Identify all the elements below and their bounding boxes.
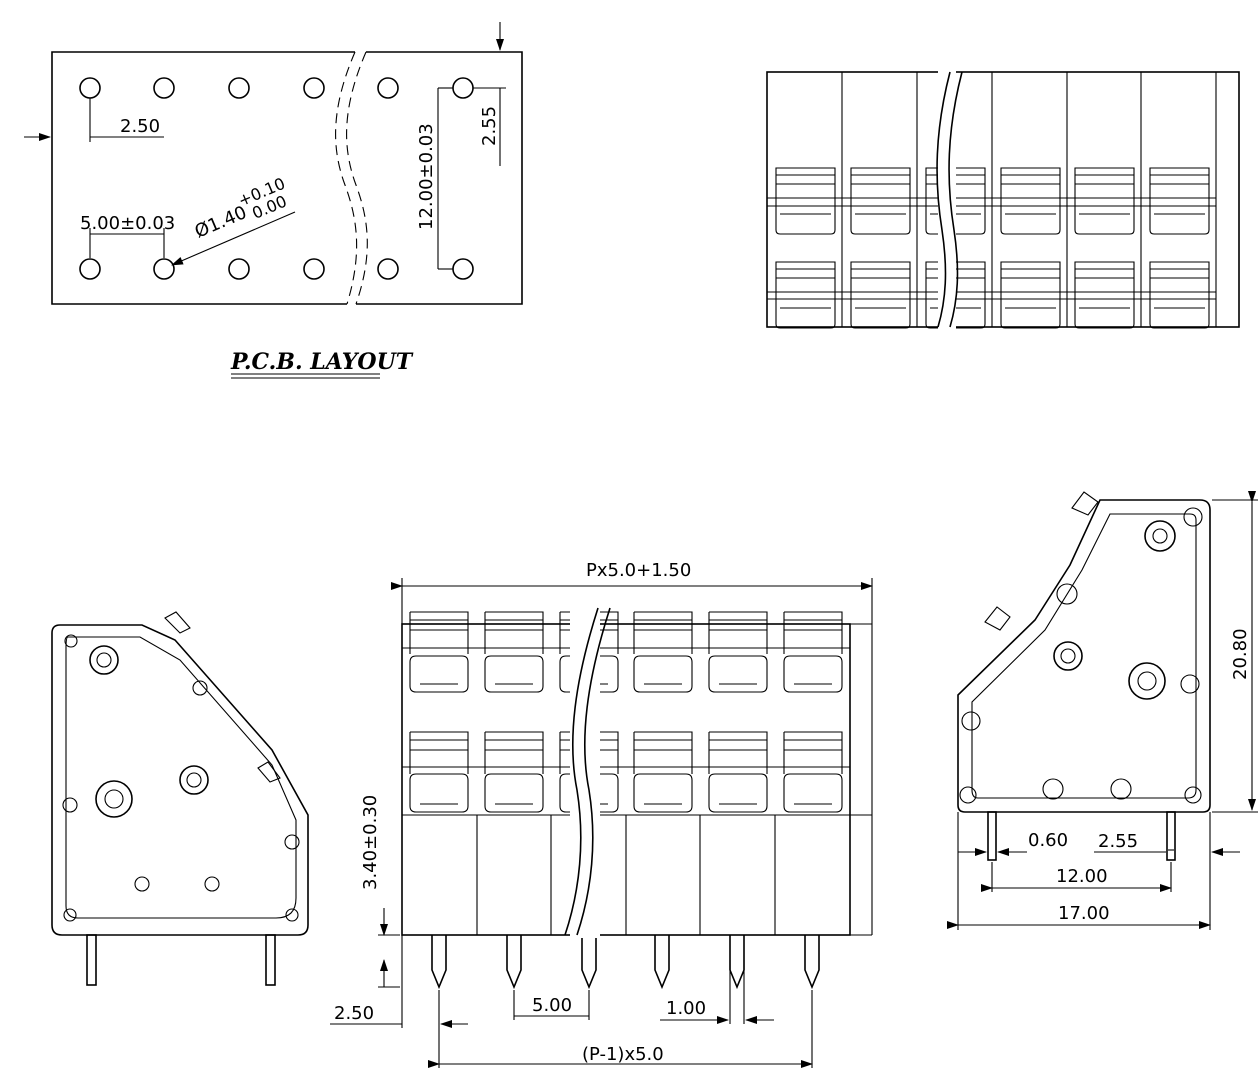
left-side-inner-outline [65, 636, 297, 919]
pin [654, 935, 670, 990]
pcb-dim-pitch: 5.00±0.03 [80, 213, 175, 234]
right-side-inner-outline [971, 513, 1197, 799]
front-break-right [576, 607, 611, 936]
lever-lower [1074, 261, 1135, 329]
side-dim-pin-spacing: 12.00 [1056, 866, 1108, 887]
pcb-hole [79, 77, 101, 99]
mounting-hole [1144, 520, 1176, 552]
front-levers [409, 611, 843, 813]
pin [729, 935, 745, 990]
mounting-hole [1053, 641, 1083, 671]
pcb-hole [377, 258, 399, 280]
top-view-outline [766, 71, 1240, 328]
lever-upper [1000, 167, 1061, 235]
mounting-hole [95, 780, 133, 818]
pcb-hole [228, 258, 250, 280]
pin [1166, 811, 1176, 861]
pcb-hole [452, 258, 474, 280]
pcb-hole [377, 77, 399, 99]
front-dim-pin-height: 3.40±0.30 [360, 795, 381, 890]
right-side-view: 20.80 0.60 2.55 12.00 17.00 [947, 491, 1258, 930]
pcb-hole [303, 77, 325, 99]
pcb-dim-pitch-half: 2.50 [120, 116, 160, 137]
lever-upper [633, 611, 693, 693]
pin [804, 935, 820, 990]
side-dim-height: 20.80 [1230, 628, 1251, 680]
pcb-layout-title: P.C.B. LAYOUT [230, 349, 414, 375]
pcb-board-outline [51, 51, 523, 305]
lever-lower [775, 261, 836, 329]
lever-upper [850, 167, 911, 235]
top-view-levers [775, 167, 1210, 329]
lever-lower [1000, 261, 1061, 329]
pin [987, 811, 997, 861]
lever-upper [708, 611, 768, 693]
front-dim-pitch: 5.00 [532, 995, 572, 1016]
pin [431, 935, 447, 990]
side-dim-offset: 2.55 [1098, 831, 1138, 852]
front-dim-total-length: Px5.0+1.50 [586, 560, 691, 581]
lever-upper [409, 611, 469, 693]
side-dim-pin-thickness: 0.60 [1028, 830, 1068, 851]
lever-upper [1074, 167, 1135, 235]
pcb-hole [153, 77, 175, 99]
lever-upper [484, 611, 544, 693]
pin [86, 934, 97, 986]
lever-upper [1149, 167, 1210, 235]
pcb-hole [228, 77, 250, 99]
pcb-hole [153, 258, 175, 280]
pcb-dim-row-spacing: 12.00±0.03 [416, 123, 437, 230]
lever-lower [484, 731, 544, 813]
top-view [766, 70, 1240, 329]
lever-lower [409, 731, 469, 813]
pcb-hole [303, 258, 325, 280]
front-pins [431, 935, 820, 990]
mounting-hole [1128, 662, 1166, 700]
lever-upper [775, 167, 836, 235]
front-view: Px5.0+1.50 [330, 560, 873, 1068]
pin [581, 935, 597, 990]
pcb-dim-offset: 2.55 [479, 106, 500, 146]
top-view-break-left [936, 71, 951, 328]
pcb-layout-view: 2.50 5.00±0.03 Ø1.40 +0.10 0.00 12.00±0.… [24, 22, 523, 379]
pin [265, 934, 276, 986]
lever-upper [783, 611, 843, 693]
lever-lower [783, 731, 843, 813]
pin [506, 935, 522, 990]
lever-lower [708, 731, 768, 813]
pcb-break-line-left [335, 51, 358, 305]
pcb-break-line-right [346, 51, 368, 305]
right-side-body-outline [957, 499, 1211, 813]
mounting-hole [89, 645, 119, 675]
front-dim-edge: 2.50 [334, 1003, 374, 1024]
front-break-left [564, 607, 599, 936]
mounting-hole [179, 765, 209, 795]
side-dim-depth: 17.00 [1058, 903, 1110, 924]
lever-lower [633, 731, 693, 813]
pcb-holes [79, 77, 474, 280]
left-side-body-outline [51, 624, 309, 936]
lever-lower [850, 261, 911, 329]
pcb-hole [79, 258, 101, 280]
front-dim-pin-width: 1.00 [666, 998, 706, 1019]
left-side-view [51, 611, 309, 986]
front-dim-pin-span: (P-1)x5.0 [582, 1044, 664, 1065]
top-view-break-right [948, 71, 963, 328]
lever-lower [1149, 261, 1210, 329]
pcb-hole [452, 77, 474, 99]
